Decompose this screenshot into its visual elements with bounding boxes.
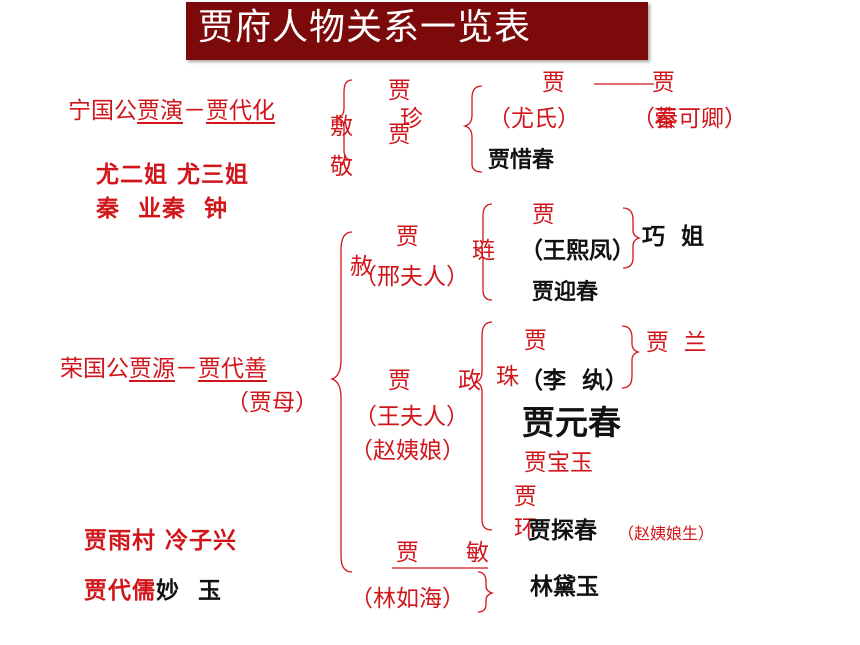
- brace-jiashe: [474, 203, 493, 301]
- wang-xifeng: （王熙凤）: [520, 238, 635, 264]
- jia-huan-name: 环: [514, 516, 537, 542]
- jia-fu-surname: 贾: [388, 78, 411, 104]
- jia-lian-name: 琏: [472, 238, 495, 264]
- jia-xichun: 贾惜春: [488, 148, 555, 173]
- brace-jiazhen: [462, 85, 483, 173]
- wang-furen: （王夫人）: [354, 404, 469, 430]
- jia-she-surname: 贾: [396, 224, 419, 250]
- rongguo-ancestor-name: 贾源: [129, 356, 175, 382]
- jia-tanchun: 贾探春: [528, 518, 597, 544]
- jia-rong-surname: 贾: [652, 70, 675, 96]
- jia-min-name: 敏: [466, 540, 489, 566]
- jia-dairu: 贾代儒: [84, 578, 156, 604]
- jia-yingchun: 贾迎春: [532, 280, 599, 305]
- jia-min-surname: 贾: [396, 540, 419, 566]
- page-title: 贾府人物关系一览表: [198, 7, 532, 48]
- brace-jiazhu: [621, 325, 641, 389]
- qiao-jie: 巧 姐: [642, 224, 705, 250]
- title-banner: [186, 2, 648, 60]
- zhao-yiniang: （赵姨娘）: [350, 438, 465, 464]
- jia-zhen-surname: 贾: [388, 122, 411, 148]
- ningguo-ancestor: 宁国公贾演－贾代化: [68, 98, 275, 124]
- jia-jing-name: 敬: [330, 154, 353, 180]
- li-wan: （李 纨）: [520, 368, 629, 394]
- jia-mu: （贾母）: [226, 390, 318, 416]
- jia-yucun-leng-zixing: 贾雨村 冷子兴: [84, 528, 238, 554]
- brace-rongguo: [329, 231, 353, 573]
- jia-zheng-surname: 贾: [388, 368, 411, 394]
- lin-daiyu: 林黛玉: [530, 574, 599, 600]
- jia-zhen-name: 珍: [400, 106, 423, 132]
- lin-ruhai: （林如海）: [350, 586, 465, 612]
- jia-dairu-miaoyu: 贾代儒妙 玉: [84, 580, 222, 603]
- jia-zhu-name: 珠: [496, 364, 519, 390]
- miao-yu: 妙 玉: [156, 578, 223, 604]
- jia-zhu-surname: 贾: [524, 328, 547, 354]
- jia-rong-father-surname: 贾: [542, 70, 565, 96]
- rongguo-second-gen: 贾代善: [198, 356, 267, 382]
- brace-jiamin: [477, 571, 495, 613]
- you-shi: （尤氏）: [488, 106, 580, 132]
- brace-jialian: [622, 207, 642, 269]
- rongguo-ancestor: 荣国公贾源－贾代善: [60, 356, 267, 382]
- tanchun-mother-note: （赵姨娘生）: [618, 524, 715, 543]
- ningguo-second-gen: 贾代化: [206, 98, 275, 124]
- xing-furen: （邢夫人）: [354, 264, 469, 290]
- qin-ye-qin-zhong: 秦 业秦 钟: [96, 196, 229, 222]
- you-sisters: 尤二姐 尤三姐: [96, 162, 250, 188]
- brace-jiazheng: [473, 321, 493, 531]
- jia-fu-name: 敷: [330, 114, 353, 140]
- jia-lan: 贾 兰: [646, 330, 707, 356]
- brace-ningguo: [335, 79, 353, 161]
- qin-keqing: （秦可卿）: [632, 106, 747, 132]
- jia-lian-surname: 贾: [532, 202, 555, 228]
- jia-she-name: 赦: [350, 254, 373, 280]
- jia-zheng-name: 政: [458, 368, 481, 394]
- jia-baoyu: 贾宝玉: [524, 450, 593, 476]
- jia-rong-name: 蓉: [654, 106, 677, 132]
- jia-huan-surname: 贾: [514, 484, 537, 510]
- jia-yuanchun: 贾元春: [522, 403, 621, 442]
- ningguo-ancestor-name: 贾演: [137, 98, 183, 124]
